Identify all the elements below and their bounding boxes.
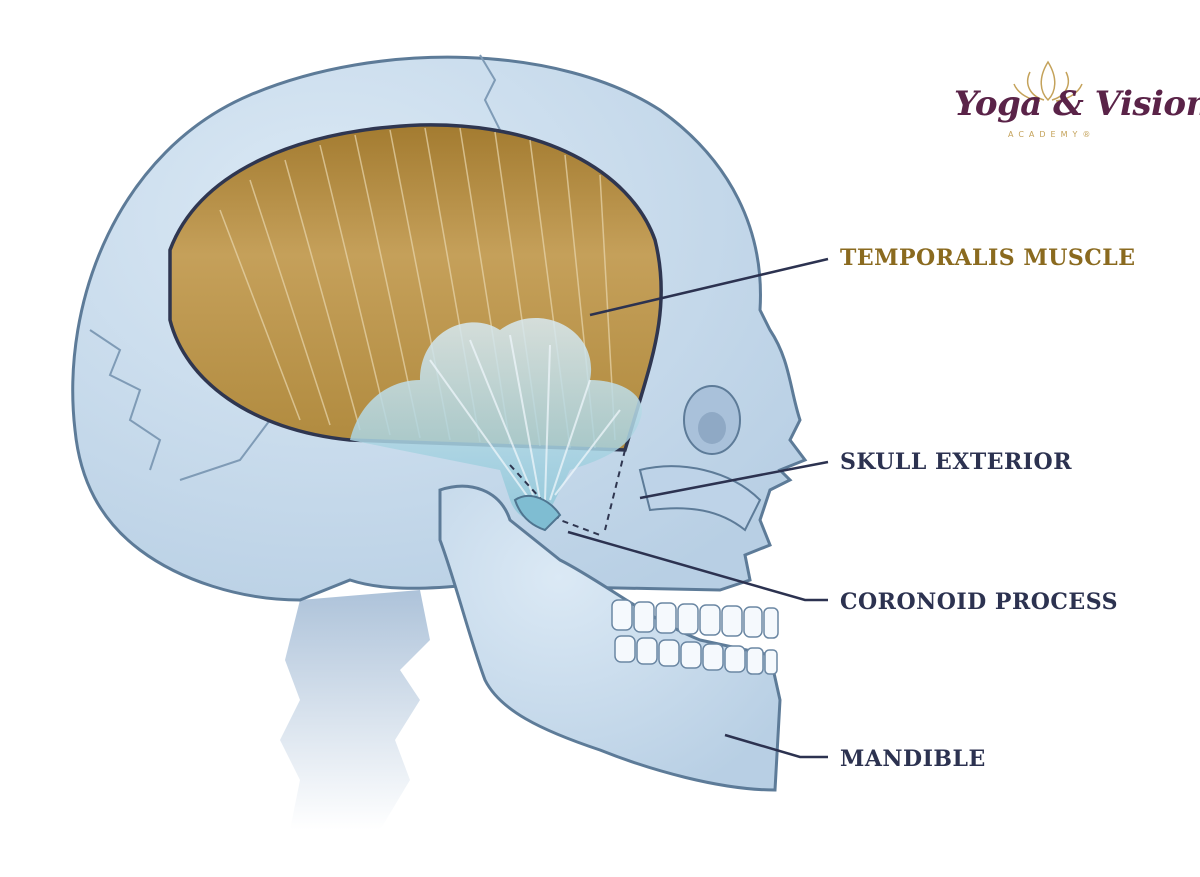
lotus-icon [1013, 60, 1083, 102]
leader-temporalis [589, 257, 829, 317]
zygomatic-bone [638, 465, 762, 532]
logo-wordmark: Yoga & Vision [954, 84, 1200, 124]
label-skull-exterior: SKULL EXTERIOR [840, 449, 1073, 475]
label-mandible: MANDIBLE [840, 746, 986, 772]
upper-teeth [611, 599, 779, 639]
leader-coronoid [567, 530, 828, 602]
temporalis-tendon [350, 318, 642, 522]
brand-logo: Yoga & Vision ACADEMY® [948, 60, 1200, 150]
orbit-inner [698, 412, 726, 444]
label-coronoid-process: CORONOID PROCESS [840, 589, 1118, 615]
coronoid-process [513, 495, 562, 532]
cervical-spine [280, 590, 430, 830]
label-temporalis-muscle: TEMPORALIS MUSCLE [840, 245, 1136, 271]
logo-subtitle: ACADEMY® [1008, 130, 1096, 139]
leader-mandible [724, 733, 828, 759]
tendon-fibers [429, 334, 621, 501]
coronal-suture [479, 54, 501, 131]
lower-teeth [614, 635, 778, 675]
leader-lines [567, 257, 829, 759]
zygomatic-arch-outline [509, 464, 601, 536]
mandible [438, 484, 782, 792]
lambdoid-suture [89, 329, 162, 471]
leader-skull-exterior [639, 460, 829, 500]
orbit-dashed-edge [604, 449, 626, 531]
